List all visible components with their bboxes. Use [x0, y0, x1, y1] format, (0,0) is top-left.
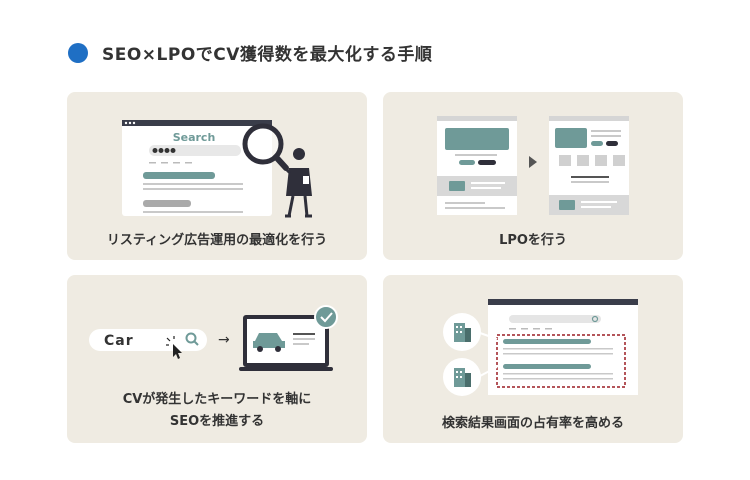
card-listing-ads: Search リスティング広告運用の最適化を行う: [67, 92, 367, 260]
browser-window-icon: [122, 120, 272, 216]
arrow-right-icon: [529, 156, 537, 168]
heading-dot: [68, 42, 88, 63]
keyword-text: Car: [104, 333, 134, 349]
person-icon: [279, 148, 312, 218]
keyword-seo-illustration: Car →: [89, 305, 338, 371]
building-icon: [443, 313, 481, 351]
landing-page-before-icon: [437, 116, 517, 215]
search-results-icon: [488, 299, 638, 395]
serp-share-illustration: [443, 299, 638, 396]
card-caption: 検索結果画面の占有率を高める: [441, 416, 624, 431]
cursor-icon: [166, 336, 182, 359]
card-caption-line2: SEOを推進する: [169, 414, 265, 429]
card-caption: LPOを行う: [499, 233, 567, 248]
card-caption-line1: CVが発生したキーワードを軸に: [122, 392, 312, 407]
card-lpo: LPOを行う: [383, 92, 683, 260]
heading-row: SEO×LPOでCV獲得数を最大化する手順: [68, 40, 432, 65]
page-title: SEO×LPOでCV獲得数を最大化する手順: [102, 45, 433, 65]
card-caption: リスティング広告運用の最適化を行う: [106, 233, 328, 248]
card-serp-share: 検索結果画面の占有率を高める: [383, 275, 683, 443]
listing-ads-illustration: Search: [122, 120, 312, 218]
landing-page-after-icon: [549, 116, 629, 215]
check-badge-icon: [314, 305, 338, 329]
building-icon: [443, 358, 481, 396]
card-keyword-seo: Car → CVが発生したキーワードを軸に SEOを推進する: [67, 275, 367, 443]
laptop-car-icon: [239, 315, 333, 371]
search-box-icon: [89, 329, 207, 351]
lpo-illustration: [437, 116, 629, 215]
search-word: Search: [173, 131, 216, 144]
arrow-icon: →: [218, 332, 230, 348]
